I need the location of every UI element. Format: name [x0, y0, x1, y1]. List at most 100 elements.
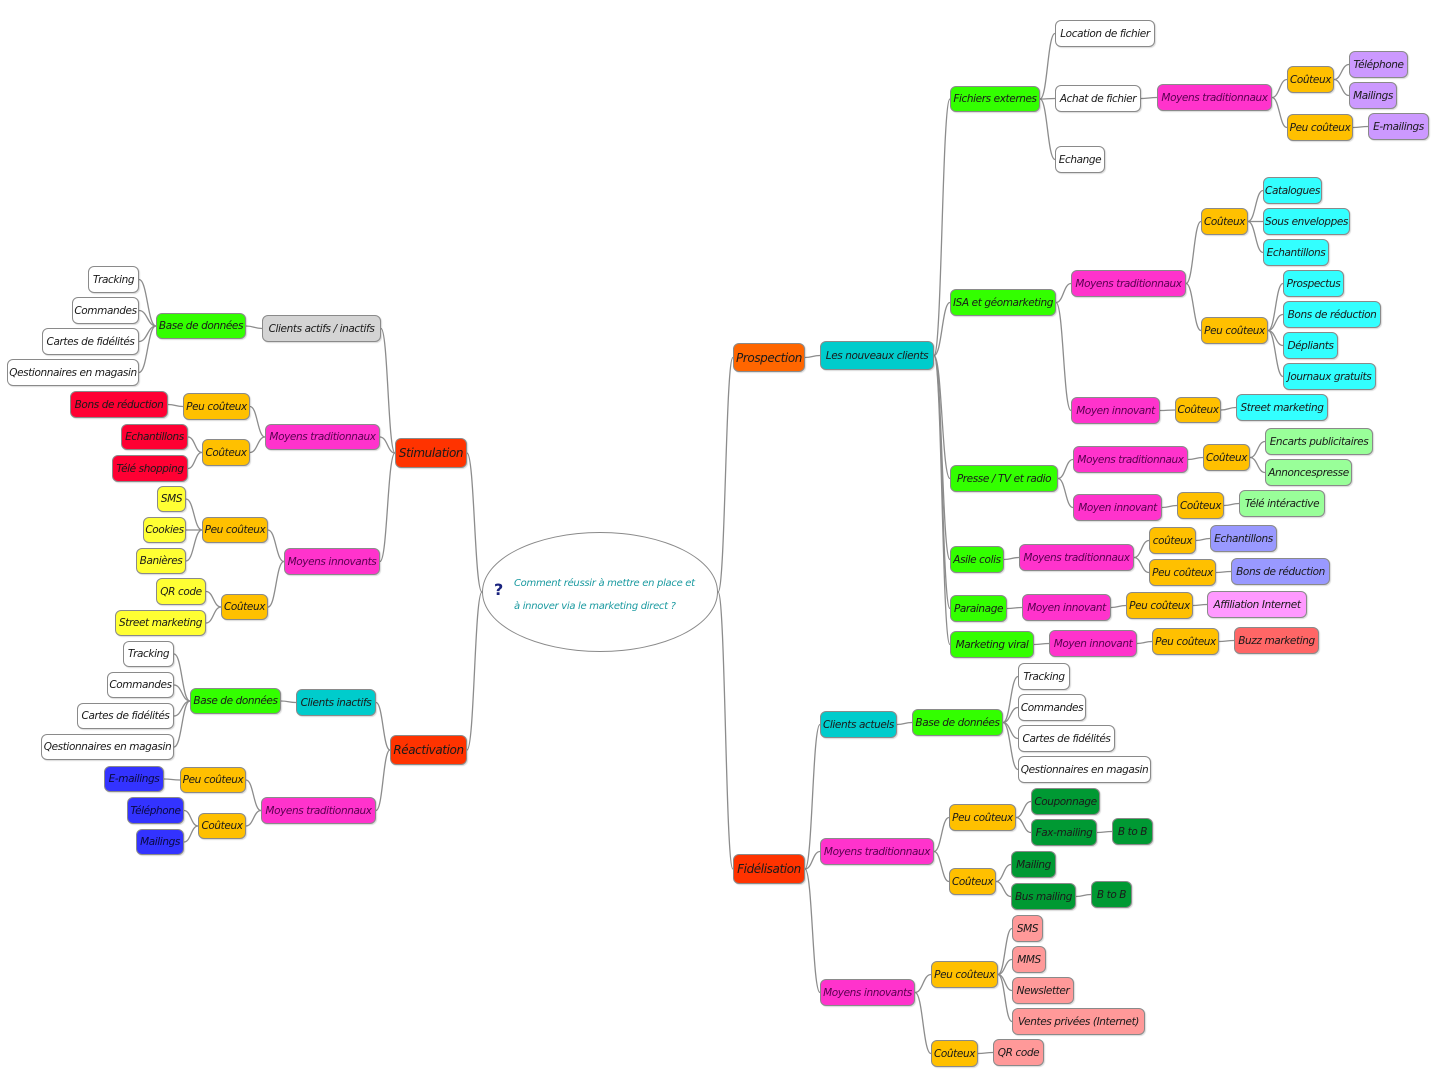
node-bons-de-reduction[interactable]: Bons de réduction — [70, 391, 168, 418]
node-parainage[interactable]: Parainage — [950, 595, 1007, 622]
node-fidelisation[interactable]: Fidélisation — [733, 854, 805, 884]
node-moyens-traditionnaux[interactable]: Moyens traditionnaux — [820, 838, 934, 865]
node-street-marketing[interactable]: Street marketing — [115, 610, 206, 636]
node-commandes[interactable]: Commandes — [1018, 694, 1086, 721]
node-sms[interactable]: SMS — [1012, 915, 1043, 942]
node-cartes-de-fidelites[interactable]: Cartes de fidélités — [1018, 725, 1115, 752]
node-bons-de-reduction[interactable]: Bons de réduction — [1231, 558, 1330, 585]
node-cartes-de-fidelites[interactable]: Cartes de fidélités — [42, 328, 139, 355]
node-sms[interactable]: SMS — [157, 486, 186, 512]
node-prospectus[interactable]: Prospectus — [1283, 270, 1344, 297]
node-moyens-traditionnaux[interactable]: Moyens traditionnaux — [1071, 270, 1186, 297]
node-tele-shopping[interactable]: Télé shopping — [112, 455, 188, 482]
node-peu-couteux[interactable]: Peu coûteux — [180, 767, 246, 793]
node-moyen-innovant[interactable]: Moyen innovant — [1073, 494, 1162, 521]
node-couteux[interactable]: Coûteux — [931, 1040, 978, 1067]
node-mailings[interactable]: Mailings — [136, 829, 184, 855]
node-qr-code[interactable]: QR code — [156, 578, 206, 605]
node-peu-couteux[interactable]: Peu coûteux — [202, 517, 268, 543]
central-topic[interactable] — [482, 532, 718, 652]
node-cookies[interactable]: Cookies — [143, 517, 186, 543]
node-couteux[interactable]: Coûteux — [1201, 208, 1248, 235]
node-tele-interactive[interactable]: Télé intéractive — [1239, 490, 1325, 517]
node-presse-tv-et-radio[interactable]: Presse / TV et radio — [950, 465, 1058, 492]
node-tracking[interactable]: Tracking — [123, 641, 174, 667]
node-moyens-traditionnaux[interactable]: Moyens traditionnaux — [1157, 84, 1272, 111]
node-tracking[interactable]: Tracking — [88, 266, 139, 293]
node-moyen-innovant[interactable]: Moyen innovant — [1049, 630, 1137, 657]
node-asile-colis[interactable]: Asile colis — [950, 546, 1004, 573]
node-reactivation[interactable]: Réactivation — [390, 735, 467, 765]
node-moyen-innovant[interactable]: Moyen innovant — [1022, 594, 1111, 621]
node-b-to-b[interactable]: B to B — [1112, 818, 1153, 845]
node-moyens-traditionnaux[interactable]: Moyens traditionnaux — [1019, 544, 1134, 571]
node-peu-couteux[interactable]: Peu coûteux — [1287, 114, 1353, 141]
node-qestionnaires-en-magasin[interactable]: Qestionnaires en magasin — [7, 359, 139, 386]
node-couteux[interactable]: Coûteux — [1203, 444, 1250, 471]
node-e-mailings[interactable]: E-mailings — [1368, 113, 1429, 140]
node-banieres[interactable]: Banières — [136, 548, 186, 574]
node-moyens-innovants[interactable]: Moyens innovants — [820, 979, 915, 1006]
node-tracking[interactable]: Tracking — [1018, 663, 1070, 690]
node-moyens-innovants[interactable]: Moyens innovants — [284, 548, 380, 575]
node-peu-couteux[interactable]: Peu coûteux — [931, 961, 998, 988]
node-base-de-donnees[interactable]: Base de données — [156, 313, 246, 339]
node-catalogues[interactable]: Catalogues — [1263, 177, 1322, 204]
node-qr-code[interactable]: QR code — [993, 1039, 1044, 1066]
node-couteux[interactable]: Coûteux — [198, 813, 246, 839]
node-moyen-innovant[interactable]: Moyen innovant — [1071, 397, 1160, 424]
node-stimulation[interactable]: Stimulation — [395, 438, 467, 468]
node-base-de-donnees[interactable]: Base de données — [912, 709, 1003, 736]
node-prospection[interactable]: Prospection — [733, 343, 805, 372]
node-les-nouveaux-clients[interactable]: Les nouveaux clients — [820, 341, 934, 370]
node-peu-couteux[interactable]: Peu coûteux — [1152, 628, 1219, 655]
node-marketing-viral[interactable]: Marketing viral — [950, 631, 1034, 658]
node-e-mailings[interactable]: E-mailings — [104, 766, 164, 792]
node-couteux[interactable]: coûteux — [1149, 527, 1196, 554]
node-moyens-traditionnaux[interactable]: Moyens traditionnaux — [261, 797, 376, 824]
node-encarts-publicitaires[interactable]: Encarts publicitaires — [1265, 428, 1373, 455]
node-base-de-donnees[interactable]: Base de données — [190, 688, 281, 714]
node-affiliation-internet[interactable]: Affiliation Internet — [1207, 591, 1307, 618]
node-couteux[interactable]: Coûteux — [221, 594, 268, 620]
node-peu-couteux[interactable]: Peu coûteux — [1126, 592, 1193, 619]
node-clients-actuels[interactable]: Clients actuels — [820, 711, 897, 738]
node-couteux[interactable]: Coûteux — [949, 868, 996, 895]
node-peu-couteux[interactable]: Peu coûteux — [1149, 559, 1216, 586]
node-echantillons[interactable]: Echantillons — [1263, 239, 1329, 266]
node-mailings[interactable]: Mailings — [1349, 82, 1397, 109]
node-peu-couteux[interactable]: Peu coûteux — [949, 804, 1016, 831]
node-echantillons[interactable]: Echantillons — [1210, 525, 1277, 552]
node-qestionnaires-en-magasin[interactable]: Qestionnaires en magasin — [1018, 756, 1151, 783]
node-buzz-marketing[interactable]: Buzz marketing — [1234, 627, 1319, 654]
node-ventes-privees-internet[interactable]: Ventes privées (Internet) — [1012, 1008, 1145, 1035]
node-echantillons[interactable]: Echantillons — [121, 424, 188, 450]
node-newsletter[interactable]: Newsletter — [1012, 977, 1074, 1004]
node-street-marketing[interactable]: Street marketing — [1236, 394, 1328, 421]
node-clients-actifs-inactifs[interactable]: Clients actifs / inactifs — [262, 315, 381, 342]
node-moyens-traditionnaux[interactable]: Moyens traditionnaux — [265, 424, 380, 450]
node-depliants[interactable]: Dépliants — [1283, 332, 1338, 359]
node-cartes-de-fidelites[interactable]: Cartes de fidélités — [77, 703, 174, 729]
node-echange[interactable]: Echange — [1055, 146, 1105, 173]
node-peu-couteux[interactable]: Peu coûteux — [1201, 317, 1268, 344]
node-couteux[interactable]: Coûteux — [1175, 397, 1221, 423]
node-moyens-traditionnaux[interactable]: Moyens traditionnaux — [1073, 446, 1188, 473]
node-peu-couteux[interactable]: Peu coûteux — [183, 393, 250, 420]
node-qestionnaires-en-magasin[interactable]: Qestionnaires en magasin — [41, 734, 174, 760]
node-commandes[interactable]: Commandes — [72, 297, 139, 324]
node-annoncespresse[interactable]: Annoncespresse — [1265, 459, 1352, 486]
node-couteux[interactable]: Coûteux — [1287, 66, 1334, 93]
node-clients-inactifs[interactable]: Clients inactifs — [296, 689, 376, 716]
node-couteux[interactable]: Coûteux — [1177, 492, 1224, 519]
node-mms[interactable]: MMS — [1012, 946, 1046, 973]
node-telephone[interactable]: Téléphone — [1349, 51, 1408, 78]
node-fichiers-externes[interactable]: Fichiers externes — [950, 86, 1040, 112]
node-telephone[interactable]: Téléphone — [127, 797, 184, 824]
node-journaux-gratuits[interactable]: Journaux gratuits — [1283, 363, 1376, 390]
node-achat-de-fichier[interactable]: Achat de fichier — [1055, 85, 1141, 112]
node-commandes[interactable]: Commandes — [107, 672, 174, 698]
node-isa-et-geomarketing[interactable]: ISA et géomarketing — [950, 289, 1056, 316]
node-fax-mailing[interactable]: Fax-mailing — [1031, 819, 1097, 846]
node-couponnage[interactable]: Couponnage — [1031, 788, 1100, 815]
